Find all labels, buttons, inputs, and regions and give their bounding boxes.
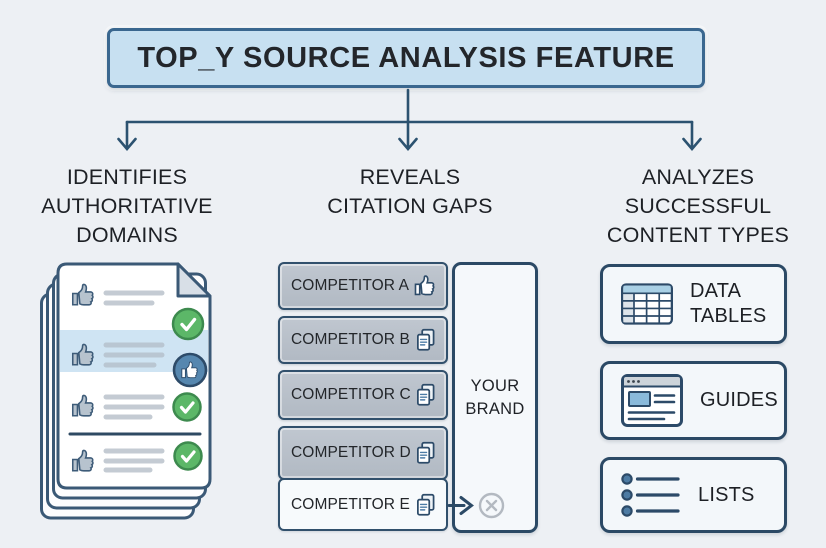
- thumbs-up-badge-icon: [172, 352, 208, 388]
- header-line: ANALYZES: [641, 165, 755, 189]
- check-circle-icon: [172, 392, 202, 422]
- your-brand-label: YOUR: [470, 377, 520, 395]
- bullet-list-icon: [621, 473, 680, 517]
- your-brand-box: YOUR BRAND: [452, 262, 538, 533]
- documents-icon: [417, 493, 435, 516]
- column-header-authoritative-domains: IDENTIFIES AUTHORITATIVE DOMAINS: [27, 163, 227, 250]
- competitor-row-b: COMPETITOR B: [278, 316, 448, 364]
- text-placeholder-lines: [103, 448, 165, 473]
- folded-corner: [176, 262, 212, 298]
- your-brand-label: BRAND: [465, 400, 525, 418]
- text-placeholder-lines: [103, 290, 165, 306]
- check-circle-icon: [173, 441, 203, 471]
- documents-icon: [417, 441, 435, 464]
- competitor-label: COMPETITOR E: [291, 495, 410, 513]
- document-stack-illustration: [40, 262, 212, 520]
- column-header-content-types: ANALYZES SUCCESSFUL CONTENT TYPES: [593, 163, 803, 250]
- header-line: SUCCESSFUL: [624, 194, 772, 218]
- thumbs-up-icon: [414, 275, 435, 296]
- competitor-row-e: COMPETITOR E: [278, 478, 448, 531]
- data-table-icon: [621, 283, 673, 325]
- content-type-card-guides: GUIDES: [600, 361, 787, 440]
- text-placeholder-lines: [103, 342, 165, 368]
- documents-icon: [417, 328, 435, 351]
- competitor-label: COMPETITOR A: [291, 277, 410, 294]
- branch-lines: [117, 88, 702, 152]
- header-line: IDENTIFIES: [66, 165, 188, 189]
- browser-page-icon: [621, 374, 683, 427]
- text-placeholder-lines: [103, 394, 165, 420]
- diagram-title: TOP_Y SOURCE ANALYSIS FEATURE: [137, 41, 675, 74]
- competitor-row-d: COMPETITOR D: [278, 426, 448, 480]
- header-line: CITATION GAPS: [327, 194, 493, 218]
- competitor-label: COMPETITOR B: [291, 331, 410, 348]
- content-type-label: LISTS: [698, 483, 755, 506]
- header-line: AUTHORITATIVE: [41, 194, 213, 218]
- documents-icon: [417, 383, 435, 406]
- competitor-row-a: COMPETITOR A: [278, 262, 448, 310]
- header-line: CONTENT TYPES: [606, 223, 790, 247]
- header-line: REVEALS: [359, 165, 461, 189]
- competitor-label: COMPETITOR D: [291, 444, 411, 461]
- competitor-label: COMPETITOR C: [291, 386, 411, 403]
- title-box: TOP_Y SOURCE ANALYSIS FEATURE: [107, 28, 705, 88]
- column-header-citation-gaps: REVEALS CITATION GAPS: [305, 163, 515, 221]
- content-type-card-data-tables: DATA TABLES: [600, 264, 787, 344]
- content-type-label: DATA TABLES: [690, 280, 767, 327]
- top-sheet: [56, 262, 212, 490]
- content-type-card-lists: LISTS: [600, 457, 787, 533]
- competitor-row-c: COMPETITOR C: [278, 370, 448, 420]
- header-line: DOMAINS: [76, 223, 178, 247]
- content-type-label: GUIDES: [700, 389, 778, 411]
- check-circle-icon: [171, 307, 205, 341]
